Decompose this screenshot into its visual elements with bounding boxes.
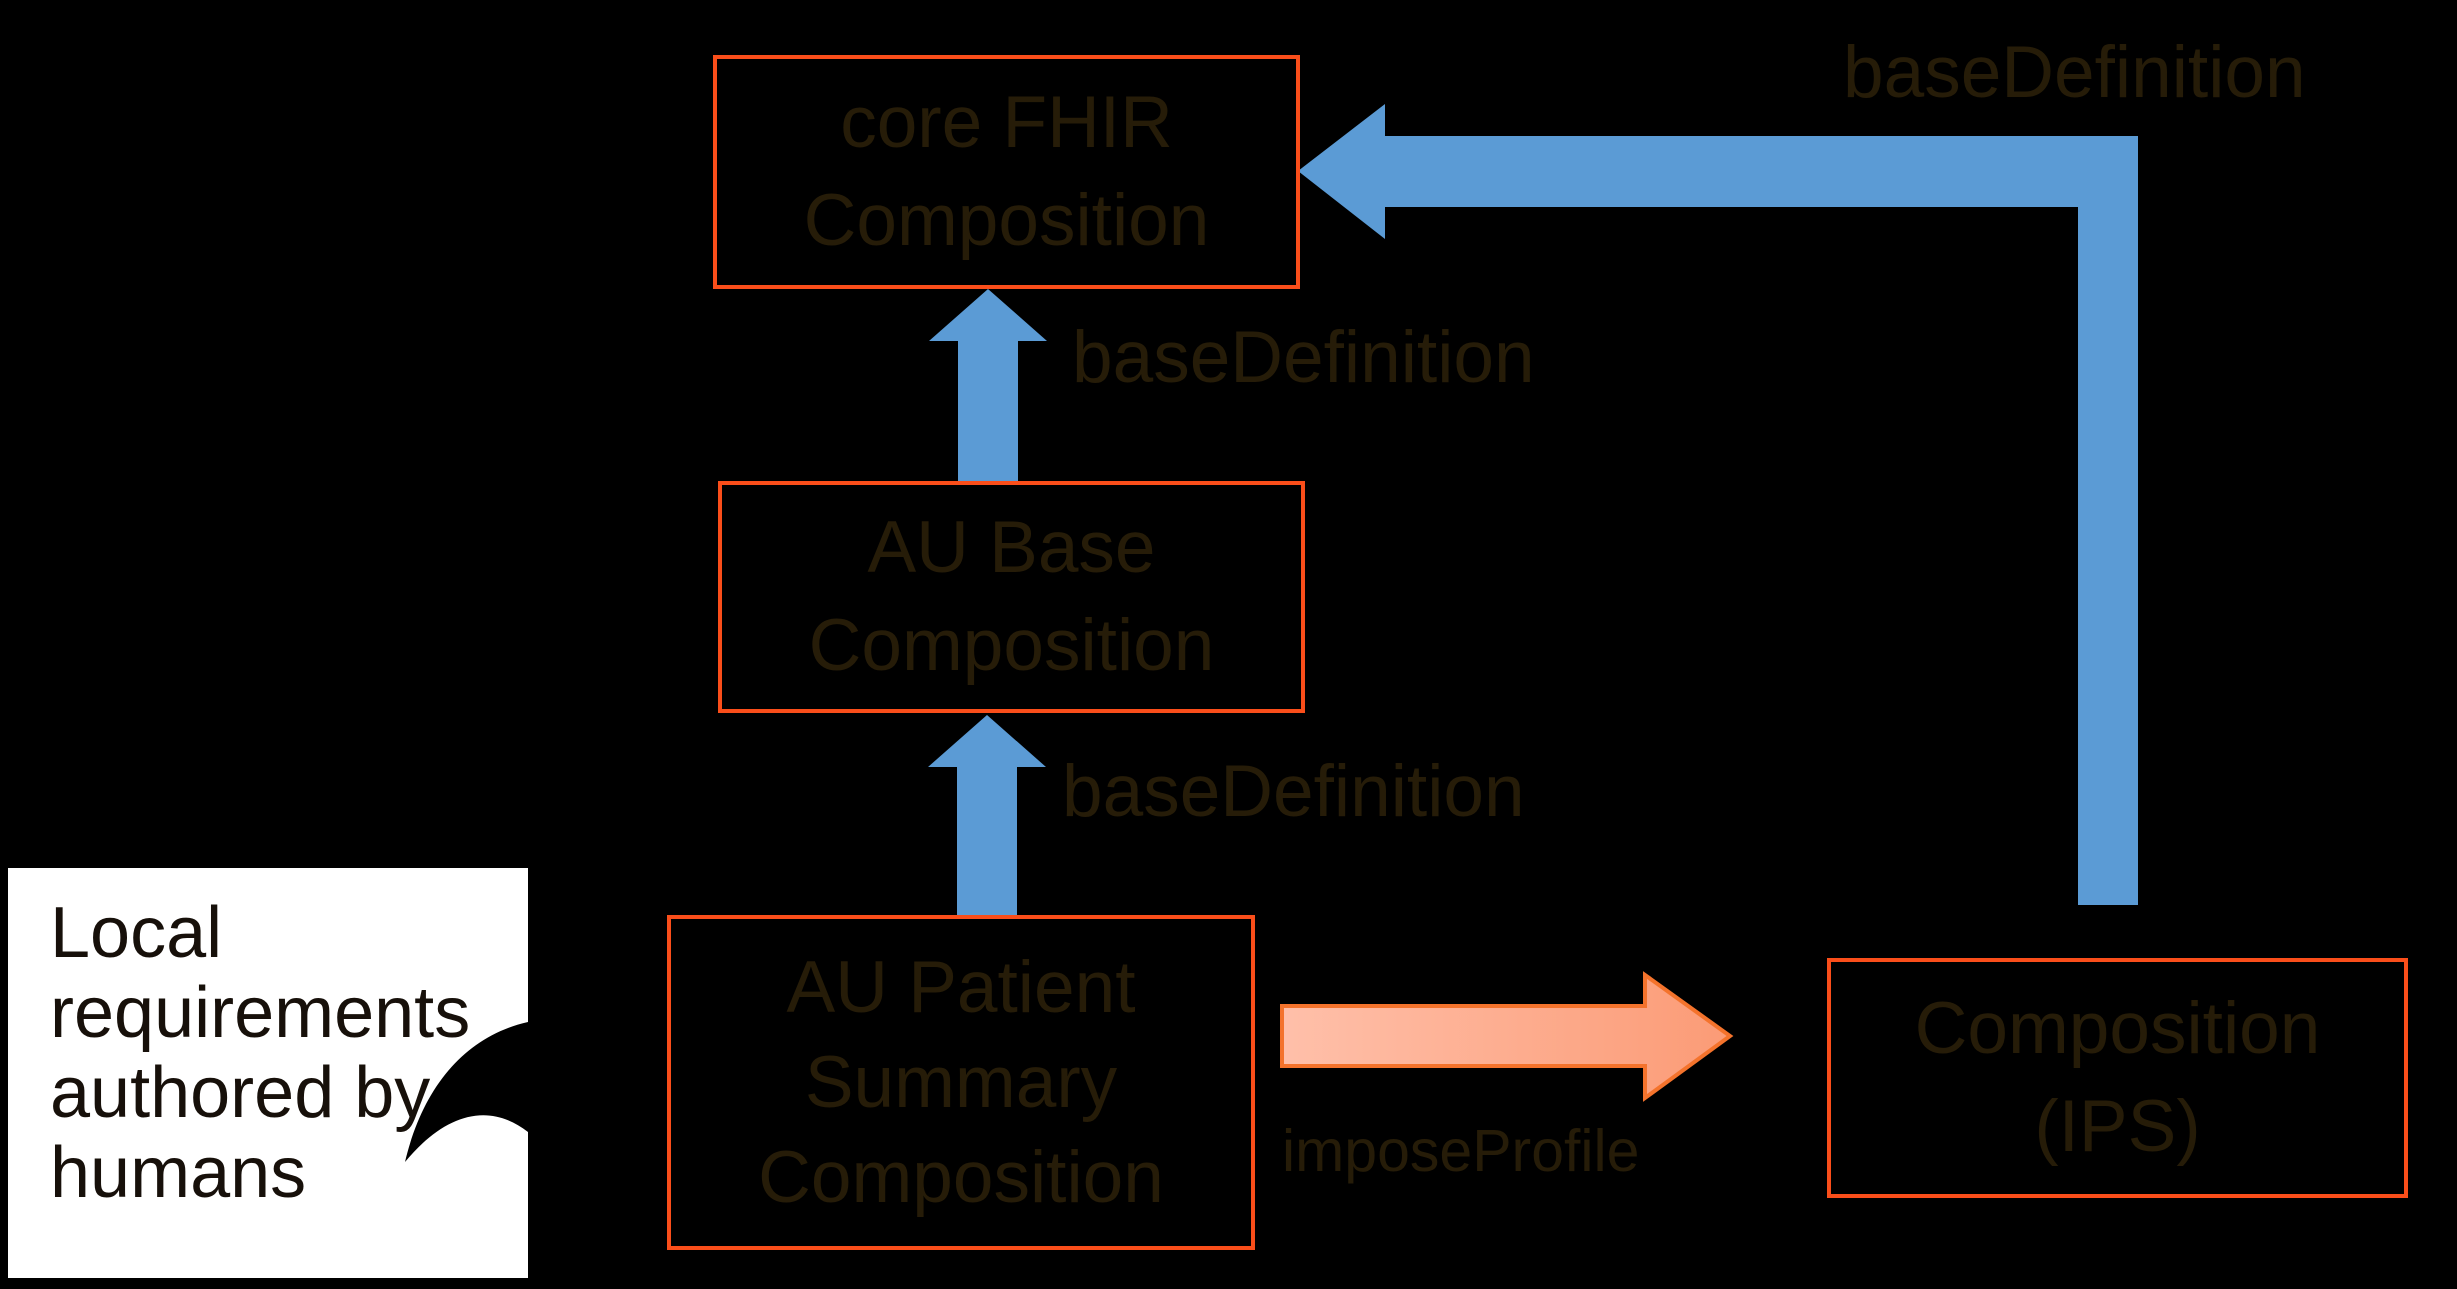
node-au-patient-summary-composition: AU Patient Summary Composition (667, 915, 1255, 1250)
edge-label-impose-profile: imposeProfile (1282, 1118, 1640, 1184)
node-au-ps-line1: AU Patient (786, 947, 1136, 1028)
node-core-fhir-composition: core FHIR Composition (713, 55, 1300, 289)
node-core-fhir-line2: Composition (803, 180, 1210, 261)
node-au-base-line2: Composition (808, 605, 1215, 686)
node-au-base-line1: AU Base (867, 507, 1156, 588)
node-au-ps-line2: Summary (804, 1042, 1118, 1123)
callout-line4: humans (50, 1133, 307, 1213)
edge-label-base-definition-lower: baseDefinition (1062, 751, 1525, 832)
callout-line2: requirements (50, 973, 471, 1053)
base-definition-arrow-middle-icon (929, 289, 1047, 481)
callout-local-requirements: Local requirements authored by humans (8, 868, 528, 1278)
node-ips-line1: Composition (1914, 988, 2321, 1069)
base-definition-arrow-lower-icon (928, 715, 1046, 915)
base-definition-arrow-elbow-icon (1298, 104, 2138, 905)
node-au-base-composition: AU Base Composition (718, 481, 1305, 713)
node-au-ps-line3: Composition (758, 1137, 1164, 1218)
node-ips-line2: (IPS) (2034, 1086, 2201, 1167)
edge-label-base-definition-middle: baseDefinition (1072, 317, 1535, 398)
node-composition-ips: Composition (IPS) (1827, 958, 2408, 1198)
node-core-fhir-line1: core FHIR (840, 82, 1173, 163)
callout-line3: authored by (50, 1053, 431, 1133)
callout-line1: Local (50, 893, 223, 973)
impose-profile-arrow-icon (1280, 971, 1734, 1102)
edge-label-base-definition-top: baseDefinition (1843, 32, 2306, 113)
